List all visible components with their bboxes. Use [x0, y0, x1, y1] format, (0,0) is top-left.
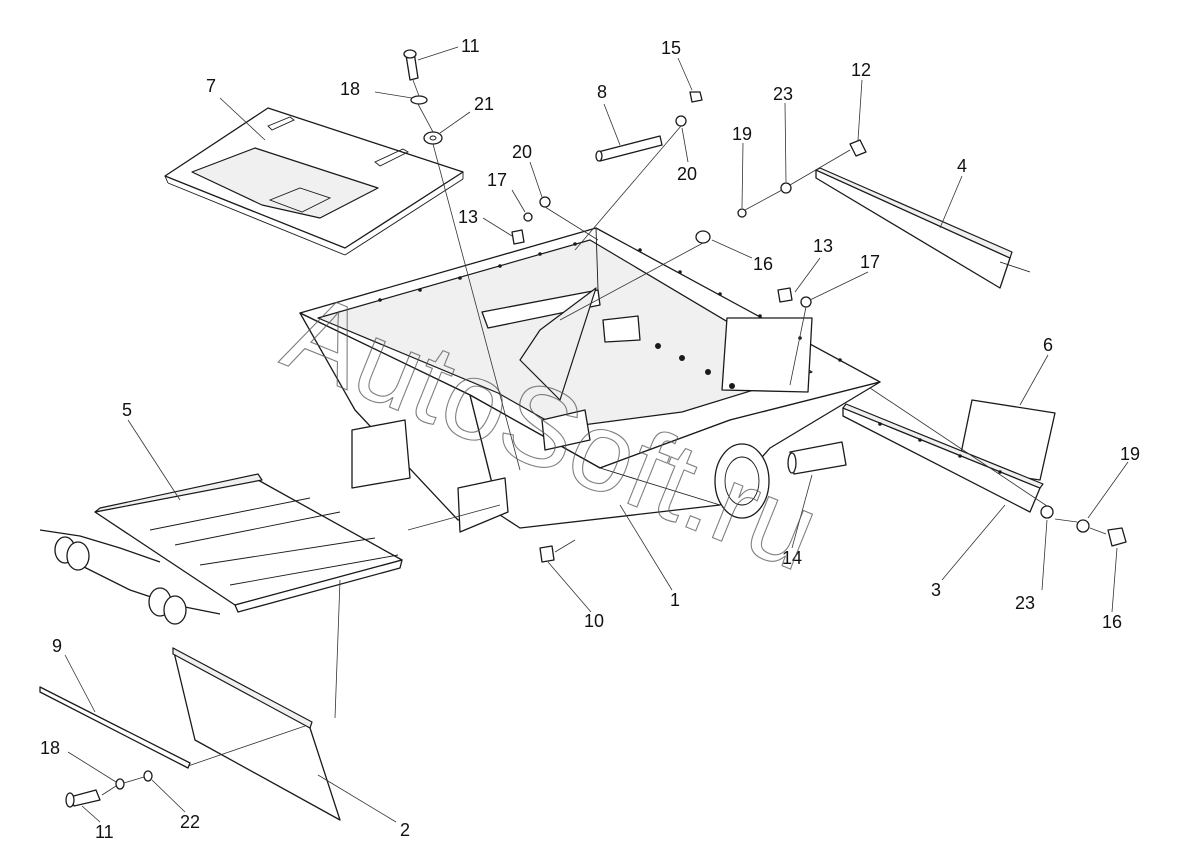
- callout-5: 5: [122, 400, 132, 420]
- callout-labels: 11 18 21 7 15 8 20 20 17 13 19 23 12 4 1…: [40, 36, 1140, 842]
- callout-22: 22: [180, 812, 200, 832]
- callout-4: 4: [957, 156, 967, 176]
- callout-2: 2: [400, 820, 410, 840]
- callout-17-left: 17: [487, 170, 507, 190]
- callout-19-top: 19: [732, 124, 752, 144]
- part-9-strip: [39, 686, 191, 769]
- callout-11-top: 11: [461, 36, 480, 56]
- callout-10: 10: [584, 611, 604, 631]
- callout-20-right: 20: [677, 164, 697, 184]
- callout-23-right: 23: [1015, 593, 1035, 613]
- part-3-angle-bar: [842, 403, 1044, 513]
- callout-7: 7: [206, 76, 216, 96]
- callout-6: 6: [1043, 335, 1053, 355]
- callout-14: 14: [782, 548, 802, 568]
- callout-21: 21: [474, 94, 494, 114]
- part-1-hopper-body: [299, 227, 881, 533]
- callout-leaders: [64, 46, 1129, 823]
- assembly-lines: [101, 79, 1107, 796]
- callout-15: 15: [661, 38, 681, 58]
- part-7-cover-plate: [164, 107, 464, 256]
- callout-3: 3: [931, 580, 941, 600]
- part-4-angle-bar: [815, 167, 1031, 289]
- callout-18-bottom: 18: [40, 738, 60, 758]
- callout-18-top: 18: [340, 79, 360, 99]
- callout-12: 12: [851, 60, 871, 80]
- callout-16-right: 16: [1102, 612, 1122, 632]
- callout-17-right: 17: [860, 252, 880, 272]
- part-2-lower-plate: [172, 647, 341, 821]
- part-8-pin: [595, 135, 663, 162]
- hardware-fasteners: [65, 49, 1127, 808]
- callout-11-bottom: 11: [95, 822, 114, 842]
- callout-20-left: 20: [512, 142, 532, 162]
- callout-1: 1: [670, 590, 680, 610]
- callout-9: 9: [52, 636, 62, 656]
- callout-16-top: 16: [753, 254, 773, 274]
- callout-13-right: 13: [813, 236, 833, 256]
- callout-19-right: 19: [1120, 444, 1140, 464]
- callout-13-left: 13: [458, 207, 478, 227]
- part-5-conveyor-tray: [39, 473, 403, 625]
- callout-8: 8: [597, 82, 607, 102]
- part-14-pin: [787, 441, 847, 475]
- callout-23-top: 23: [773, 84, 793, 104]
